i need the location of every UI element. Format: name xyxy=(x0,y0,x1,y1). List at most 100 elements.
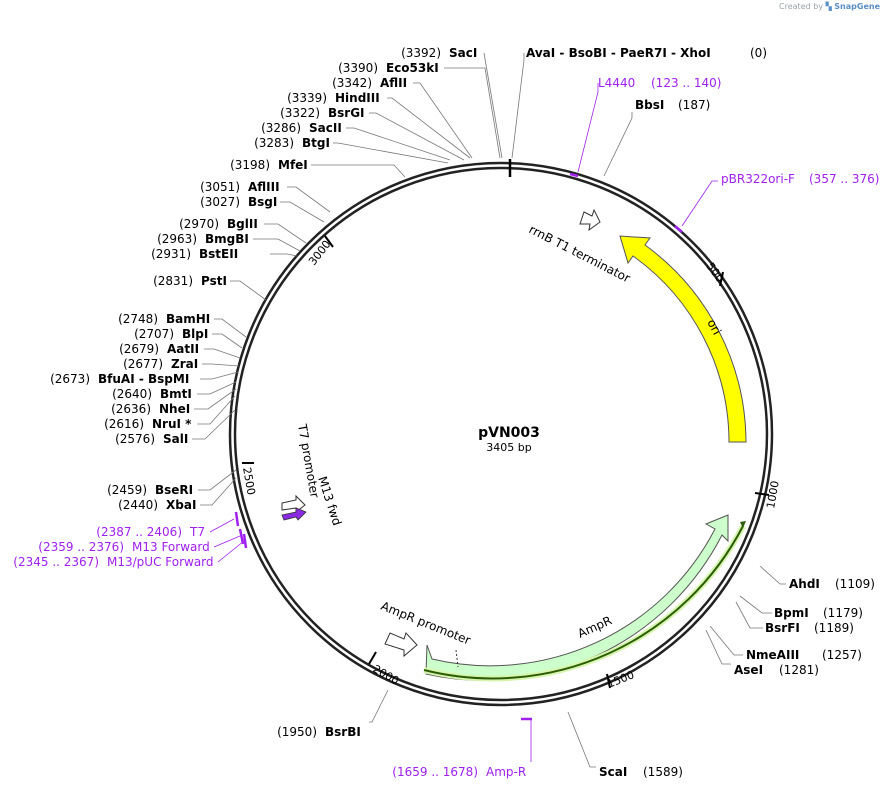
leader-bmgbi xyxy=(253,238,301,252)
primer-name-t7[interactable]: T7 xyxy=(189,525,205,539)
enzyme-pos-scai: (1589) xyxy=(643,765,683,779)
ampr-orf-arrowhead xyxy=(740,521,746,528)
leader-bsrgi xyxy=(369,112,465,161)
enzyme-name-bmgbi[interactable]: BmgBI xyxy=(205,232,249,246)
leader-psti xyxy=(230,280,267,301)
t7-promoter-arrow[interactable] xyxy=(281,494,306,514)
credit-prefix: Created by xyxy=(779,2,824,11)
enzyme-pos-eco53ki: (3390) xyxy=(338,61,378,75)
enzyme-name-bglii[interactable]: BglII xyxy=(227,217,258,231)
ampr-feature[interactable] xyxy=(425,514,729,681)
primer-mark-m13-forward xyxy=(238,528,245,545)
leader-bsteii xyxy=(270,253,298,257)
enzyme-pos-mfei: (3198) xyxy=(230,158,270,172)
enzyme-name-bmti[interactable]: BmtI xyxy=(160,387,192,401)
enzyme-name-aflii[interactable]: AflII xyxy=(380,76,407,90)
enzyme-name-asei[interactable]: AseI xyxy=(734,663,763,677)
leader-zrai xyxy=(202,363,240,367)
tick-label-2000: 2000 xyxy=(371,662,402,687)
t7-promoter-label: T7 promoter xyxy=(295,422,322,499)
primer-labels: L4440 (123 .. 140) pBR322ori-F (357 .. 3… xyxy=(13,76,879,779)
enzyme-name-sali[interactable]: SalI xyxy=(163,432,188,446)
enzyme-pos-bsteii: (2931) xyxy=(151,247,191,261)
enzyme-name-bamhi[interactable]: BamHI xyxy=(166,312,210,326)
enzyme-pos-avai-xhoi: (0) xyxy=(750,46,767,60)
enzyme-pos-bsrfi: (1189) xyxy=(814,621,854,635)
primer-mark-l4440 xyxy=(569,172,579,178)
leader-sacI xyxy=(483,52,503,159)
enzyme-name-afliii[interactable]: AflIII xyxy=(248,180,280,194)
primer-name-m13-forward[interactable]: M13 Forward xyxy=(132,540,210,554)
enzyme-pos-nrui: (2616) xyxy=(104,417,144,431)
rrnb-t1-terminator-label: rrnB T1 terminator xyxy=(527,222,633,285)
leader-sali xyxy=(192,409,236,440)
leader-nmeaiii xyxy=(709,625,743,656)
enzyme-pos-nhei: (2636) xyxy=(111,402,151,416)
leader-bsgi xyxy=(280,201,325,223)
snapgene-logo-icon: ▚ xyxy=(825,2,832,11)
ori-label: ori xyxy=(704,317,724,337)
leader-bsrbi xyxy=(369,689,389,723)
enzyme-pos-bmti: (2640) xyxy=(112,387,152,401)
enzyme-name-bsgi[interactable]: BsgI xyxy=(248,195,277,209)
enzyme-name-nrui[interactable]: NruI * xyxy=(152,417,192,431)
primer-range-amp-r: (1659 .. 1678) xyxy=(392,765,478,779)
enzyme-pos-bsrgi: (3322) xyxy=(280,106,320,120)
leader-lines xyxy=(192,52,786,768)
leader-bbsi xyxy=(603,112,633,177)
enzyme-pos-bsrbi: (1950) xyxy=(277,725,317,739)
enzyme-name-scai[interactable]: ScaI xyxy=(599,765,627,779)
ori-feature[interactable] xyxy=(619,235,747,443)
leader-nhei xyxy=(194,388,237,410)
enzyme-name-zrai[interactable]: ZraI xyxy=(171,357,198,371)
enzyme-name-saci[interactable]: SacI xyxy=(449,46,477,60)
enzyme-name-psti[interactable]: PstI xyxy=(201,274,227,288)
leader-l4440 xyxy=(577,83,599,173)
primer-name-m13-puc-forward[interactable]: M13/pUC Forward xyxy=(107,555,214,569)
leader-avai-xhoi xyxy=(511,53,525,159)
primer-marks xyxy=(234,172,683,721)
enzyme-name-btgi[interactable]: BtgI xyxy=(302,136,330,150)
snapgene-credit: Created by ▚ SnapGene xyxy=(779,2,880,11)
enzyme-name-aatii[interactable]: AatII xyxy=(167,342,199,356)
enzyme-name-nhei[interactable]: NheI xyxy=(159,402,190,416)
enzyme-name-hindiii[interactable]: HindIII xyxy=(335,91,380,105)
ampr-promoter-arrow[interactable] xyxy=(384,632,418,658)
enzyme-name-xbai[interactable]: XbaI xyxy=(166,498,196,512)
enzyme-pos-sacii: (3286) xyxy=(261,121,301,135)
enzyme-name-bsrfi[interactable]: BsrFI xyxy=(765,621,800,635)
enzyme-name-bpmi[interactable]: BpmI xyxy=(774,606,809,620)
enzyme-pos-bamhi: (2748) xyxy=(118,312,158,326)
enzyme-name-bfuai[interactable]: BfuAI - BspMI xyxy=(98,372,189,386)
leader-m13-forward xyxy=(213,535,241,548)
primer-name-amp-r[interactable]: Amp-R xyxy=(486,765,526,779)
enzyme-name-ahdi[interactable]: AhdI xyxy=(789,577,820,591)
tick-label-1000: 1000 xyxy=(764,480,782,510)
leader-blpi xyxy=(212,333,243,349)
enzyme-name-blpi[interactable]: BlpI xyxy=(182,327,208,341)
enzyme-name-bsrgi[interactable]: BsrGI xyxy=(328,106,365,120)
primer-name-l4440[interactable]: L4440 xyxy=(598,76,635,90)
tick-mark-2000 xyxy=(368,651,377,665)
rrnb-t1-terminator-arrow[interactable] xyxy=(579,208,601,232)
leader-m13-puc-forward xyxy=(217,540,245,563)
backbone-outer-ring xyxy=(228,161,774,707)
leader-bseri xyxy=(198,469,237,491)
enzyme-name-mfei[interactable]: MfeI xyxy=(278,158,308,172)
primer-name-pbr322ori-f[interactable]: pBR322ori-F xyxy=(721,172,795,186)
enzyme-name-eco53ki[interactable]: Eco53kI xyxy=(386,61,439,75)
enzyme-name-bsteii[interactable]: BstEII xyxy=(199,247,238,261)
enzyme-pos-btgi: (3283) xyxy=(254,136,294,150)
enzyme-name-nmeaiii[interactable]: NmeAIII xyxy=(746,648,799,662)
leader-mfei xyxy=(311,164,406,178)
leader-xbai xyxy=(200,477,237,506)
enzyme-name-bseri[interactable]: BseRI xyxy=(155,483,193,497)
enzyme-name-sacii[interactable]: SacII xyxy=(309,121,342,135)
m13-fwd-arrow[interactable] xyxy=(281,507,307,521)
leader-hindiii xyxy=(387,97,471,159)
enzyme-pos-zrai: (2677) xyxy=(123,357,163,371)
enzyme-name-avai-xhoi[interactable]: AvaI - BsoBI - PaeR7I - XhoI xyxy=(526,46,711,60)
enzyme-name-bsrbi[interactable]: BsrBI xyxy=(325,725,361,739)
leader-nrui xyxy=(197,395,236,425)
enzyme-name-bbsi[interactable]: BbsI xyxy=(635,98,664,112)
